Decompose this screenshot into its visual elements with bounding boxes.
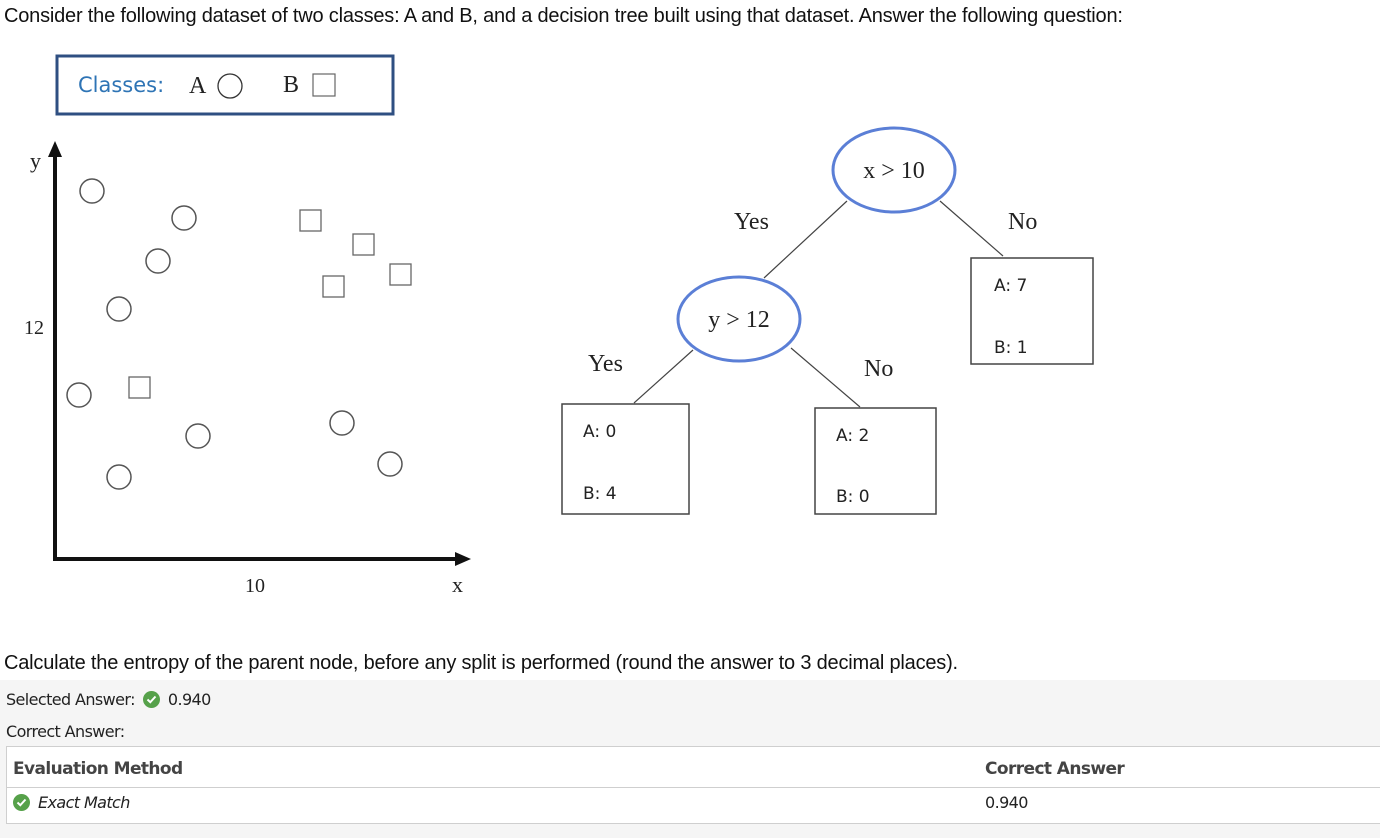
check-icon xyxy=(13,794,30,811)
scatter-plot: y x 12 10 xyxy=(24,141,471,597)
question-intro: Consider the following dataset of two cl… xyxy=(4,5,1123,27)
legend-box xyxy=(55,54,395,116)
method-value: Exact Match xyxy=(38,793,130,812)
point-class-a xyxy=(185,423,211,449)
x-axis-arrow-icon xyxy=(455,552,471,566)
root-no-label: No xyxy=(1008,209,1037,235)
check-icon xyxy=(142,691,160,708)
point-class-a xyxy=(66,382,92,408)
point-class-b xyxy=(389,263,412,286)
decision-tree: x > 10 y > 12 Yes No Yes No A: 7 B: 1 A:… xyxy=(561,126,1094,515)
point-class-a xyxy=(171,205,197,231)
leaf-node2-no-a-count: A: 2 xyxy=(836,426,869,446)
leaf-node2-yes-a-count: A: 0 xyxy=(583,422,616,442)
leaf-node2-no-b-count: B: 0 xyxy=(836,487,870,507)
legend-circle-icon xyxy=(217,73,243,99)
header-correct-answer: Correct Answer xyxy=(985,759,1125,779)
legend-class-b-label: B xyxy=(283,72,299,98)
point-class-a xyxy=(79,178,105,204)
question-figure: Classes: A B y x 12 10 xyxy=(24,54,1094,597)
point-class-a xyxy=(329,410,355,436)
point-class-b xyxy=(352,233,375,256)
point-class-a xyxy=(377,451,403,477)
node2-label: y > 12 xyxy=(708,307,770,333)
selected-answer-row: Selected Answer: 0.940 xyxy=(6,690,211,709)
legend-class-a-label: A xyxy=(189,73,207,99)
leaf-root-no-b-count: B: 1 xyxy=(994,338,1028,358)
selected-answer-label: Selected Answer: xyxy=(6,690,135,709)
y-axis-label: y xyxy=(30,148,41,173)
edge-root-yes xyxy=(763,200,848,279)
y-axis-arrow-icon xyxy=(48,141,62,157)
table-divider xyxy=(7,787,1380,788)
legend-label: Classes: xyxy=(78,73,164,97)
leaf-root-no xyxy=(970,257,1094,365)
correct-answer-value: 0.940 xyxy=(985,793,1028,812)
header-evaluation-method: Evaluation Method xyxy=(13,759,183,779)
edge-node2-yes xyxy=(633,349,694,404)
leaf-node2-yes-b-count: B: 4 xyxy=(583,484,617,504)
point-class-b xyxy=(128,376,151,399)
point-class-b xyxy=(299,209,322,232)
point-class-a xyxy=(106,296,132,322)
x-tick-label: 10 xyxy=(245,575,265,597)
node2-yes-label: Yes xyxy=(588,351,623,377)
root-yes-label: Yes xyxy=(734,209,769,235)
y-tick-label: 12 xyxy=(24,317,44,339)
point-class-b xyxy=(322,275,345,298)
edge-root-no xyxy=(939,200,1004,257)
correct-answer-row: Correct Answer: xyxy=(6,722,125,741)
point-class-a xyxy=(145,248,171,274)
correct-answer-label: Correct Answer: xyxy=(6,722,125,741)
evaluation-table: Evaluation Method Correct Answer Exact M… xyxy=(6,746,1380,824)
selected-answer-value: 0.940 xyxy=(167,690,211,709)
point-class-a xyxy=(106,464,132,490)
x-axis-label: x xyxy=(452,572,463,597)
edge-node2-no xyxy=(790,347,861,408)
table-row-method: Exact Match xyxy=(13,793,130,812)
node2-no-label: No xyxy=(864,356,893,382)
legend-square-icon xyxy=(312,73,336,97)
leaf-root-no-a-count: A: 7 xyxy=(994,276,1027,296)
tree-node-y-split xyxy=(676,275,802,363)
tree-root-node xyxy=(831,126,957,214)
class-legend: Classes: A B xyxy=(55,54,395,116)
root-node-label: x > 10 xyxy=(863,158,925,184)
question-prompt: Calculate the entropy of the parent node… xyxy=(4,652,958,674)
leaf-node2-no xyxy=(814,407,937,515)
leaf-node2-yes xyxy=(561,403,690,515)
